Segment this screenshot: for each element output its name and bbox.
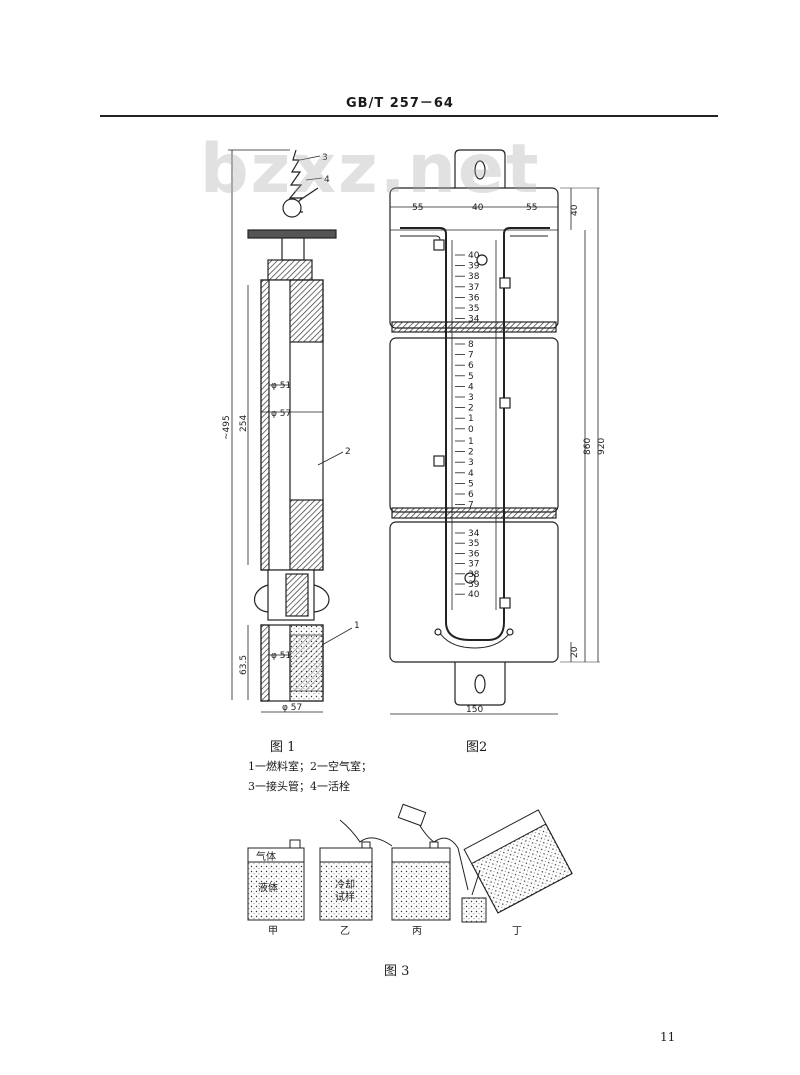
fig1-phi51-lower: φ 51 <box>271 651 291 661</box>
fig1-dim-635: 63.5 <box>239 655 249 675</box>
scale-mid-down-label: 6 <box>468 490 474 500</box>
scale-mid-up-label: 7 <box>468 351 474 361</box>
figure-1-caption: 图 1 <box>270 740 296 755</box>
scale-top-label: 34 <box>468 315 480 325</box>
figure-1-drawing <box>228 149 353 713</box>
fig1-phi57-upper: φ 57 <box>271 409 291 419</box>
fig3-label-jia: 甲 <box>268 926 278 937</box>
fig2-dim-55-left: 55 <box>412 203 423 213</box>
fig1-phi51-upper: φ 51 <box>271 381 291 391</box>
scale-top-label: 36 <box>468 293 480 303</box>
figure-1-legend-line-1: 1一燃料室；2一空气室； <box>248 760 372 773</box>
fig3-label-liquid: 液体 <box>258 881 278 894</box>
scale-bottom-label: 40 <box>468 590 480 600</box>
figure-1-legend-line-2: 3一接头管；4一活栓 <box>248 780 350 793</box>
scale-mid-up-label: 0 <box>468 425 474 435</box>
scale-top-label: 35 <box>468 304 479 314</box>
figure-3-caption: 图 3 <box>384 964 410 979</box>
fig2-dim-20: 20 <box>570 646 580 658</box>
scale-mid-up-label: 2 <box>468 404 474 414</box>
scale-bottom-label: 39 <box>468 580 480 590</box>
scale-mid-up-label: 5 <box>468 372 474 382</box>
scale-mid-up-label: 3 <box>468 393 474 403</box>
scale-bottom-label: 36 <box>468 549 480 559</box>
scale-mid-down-label: 5 <box>468 479 474 489</box>
standard-number: GB/T 257－64 <box>346 96 454 111</box>
scale-bottom-label: 37 <box>468 560 479 570</box>
scale-bottom-label: 38 <box>468 570 480 580</box>
scale-mid-down-label: 3 <box>468 458 474 468</box>
scale-mid-up-label: 6 <box>468 361 474 371</box>
scale-mid-down-label: 7 <box>468 501 474 511</box>
figure-1-labels: 3 4 2 1 φ 51 φ 57 φ 51 φ 57 ~495 254 63.… <box>222 153 360 713</box>
fig2-dim-40: 40 <box>472 203 484 213</box>
fig2-scales: 4039383736353487654321012345673435363738… <box>455 251 480 600</box>
fig1-label-2: 2 <box>345 447 351 457</box>
page-number: 11 <box>660 1030 676 1044</box>
scale-mid-up-label: 4 <box>468 382 474 392</box>
fig1-dim-495: ~495 <box>222 415 232 440</box>
fig2-dim-55-right: 55 <box>526 203 537 213</box>
fig2-dim-860: 860 <box>583 438 593 455</box>
scale-mid-down-label: 1 <box>468 437 474 447</box>
fig2-dim-920: 920 <box>597 438 607 455</box>
figure-2-drawing <box>389 149 600 715</box>
fig3-label-cool1: 冷却 <box>335 878 355 891</box>
scale-mid-down-label: 2 <box>468 448 474 458</box>
watermark: bzxz.net <box>200 130 541 209</box>
fig2-dim-40-height: 40 <box>570 204 580 216</box>
figure-2-labels: 55 40 55 40 860 920 20 150 4039383736353… <box>412 203 607 715</box>
scale-bottom-label: 34 <box>468 529 480 539</box>
scale-top-label: 38 <box>468 272 480 282</box>
fig3-label-cool2: 试样 <box>335 890 355 903</box>
fig1-label-4: 4 <box>324 175 330 185</box>
scale-top-label: 39 <box>468 262 480 272</box>
scale-mid-up-label: 1 <box>468 414 474 424</box>
fig1-label-3: 3 <box>322 153 328 163</box>
fig1-phi57-lower: φ 57 <box>282 703 302 713</box>
scale-top-label: 37 <box>468 283 479 293</box>
fig3-label-gas: 气体 <box>256 850 276 863</box>
figure-2-caption: 图2 <box>466 740 488 755</box>
fig2-dim-150: 150 <box>466 705 483 715</box>
figure-3-labels: 气体 液体 冷却 试样 甲 乙 丙 丁 <box>256 850 522 937</box>
fig3-label-yi: 乙 <box>340 925 350 937</box>
fig3-label-bing: 丙 <box>412 926 422 937</box>
scale-top-label: 40 <box>468 251 480 261</box>
fig1-label-1: 1 <box>354 621 360 631</box>
header-rule <box>100 115 718 117</box>
figure-3-drawing <box>247 803 573 923</box>
fig3-label-ding: 丁 <box>512 926 522 937</box>
scale-mid-up-label: 8 <box>468 340 474 350</box>
fig1-dim-254: 254 <box>239 415 249 432</box>
scale-mid-down-label: 4 <box>468 469 474 479</box>
scale-bottom-label: 35 <box>468 539 479 549</box>
